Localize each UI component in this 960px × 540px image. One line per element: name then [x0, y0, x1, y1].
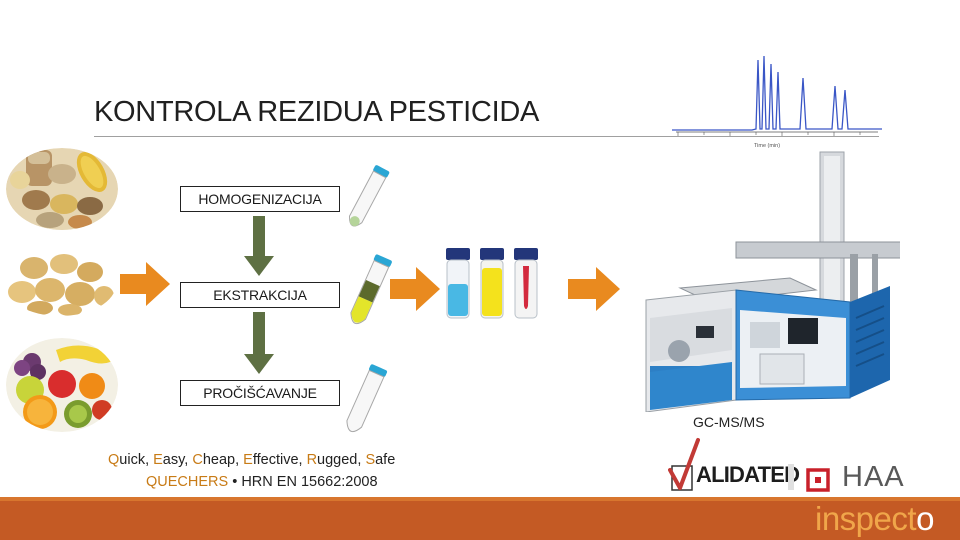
- validated-label: ALIDATED: [696, 462, 800, 487]
- quechers-acronym-line: Quick, Easy, Cheap, Effective, Rugged, S…: [108, 452, 395, 468]
- acronym-q: Quick,: [108, 452, 154, 468]
- separator-bullet: •: [232, 474, 238, 490]
- acronym-e1: Easy,: [153, 452, 193, 468]
- inspecto-logo: inspecto: [815, 500, 934, 537]
- chromatogram-graphic: Time (min): [672, 55, 882, 149]
- instrument-label: GC-MS/MS: [693, 414, 765, 430]
- tube-extract-icon: [350, 254, 392, 325]
- tube-purified-icon: [346, 364, 388, 433]
- potatoes-image: [4, 252, 116, 316]
- grains-image: [6, 148, 118, 230]
- fruits-image: [6, 338, 118, 432]
- page-title: KONTROLA REZIDUA PESTICIDA: [94, 96, 540, 128]
- standard-reference: HRN EN 15662:2008: [241, 474, 378, 490]
- method-name: QUECHERS: [146, 474, 229, 490]
- acronym-r: Rugged,: [306, 452, 366, 468]
- title-divider: [94, 136, 879, 137]
- acronym-s: Safe: [365, 452, 396, 468]
- arrow-right-icon: [120, 262, 170, 306]
- arrow-down-icon: [244, 216, 274, 276]
- badge-divider: [788, 464, 794, 490]
- validated-checkmark-icon: [668, 438, 700, 491]
- arrow-down-icon: [244, 312, 274, 374]
- footer-accent-strip: [0, 497, 960, 501]
- sample-vials-icon: [446, 248, 538, 319]
- haa-logo-text: HAA: [842, 461, 905, 493]
- footer-bar: [0, 497, 960, 540]
- chromatogram-axis-label: Time (min): [754, 143, 780, 149]
- acronym-c: Cheap,: [192, 452, 244, 468]
- haa-logo-icon: [806, 468, 830, 492]
- arrow-right-icon: [390, 267, 440, 311]
- step-homogenization: HOMOGENIZACIJA: [180, 186, 340, 212]
- step-extraction: EKSTRAKCIJA: [180, 282, 340, 308]
- quechers-standard-line: QUECHERS • HRN EN 15662:2008: [146, 474, 378, 490]
- arrow-right-icon: [568, 267, 620, 311]
- acronym-e2: Effective,: [243, 452, 307, 468]
- gc-ms-instrument-image: [645, 151, 900, 412]
- tube-homogenized-icon: [348, 165, 390, 227]
- step-purification: PROČIŠĆAVANJE: [180, 380, 340, 406]
